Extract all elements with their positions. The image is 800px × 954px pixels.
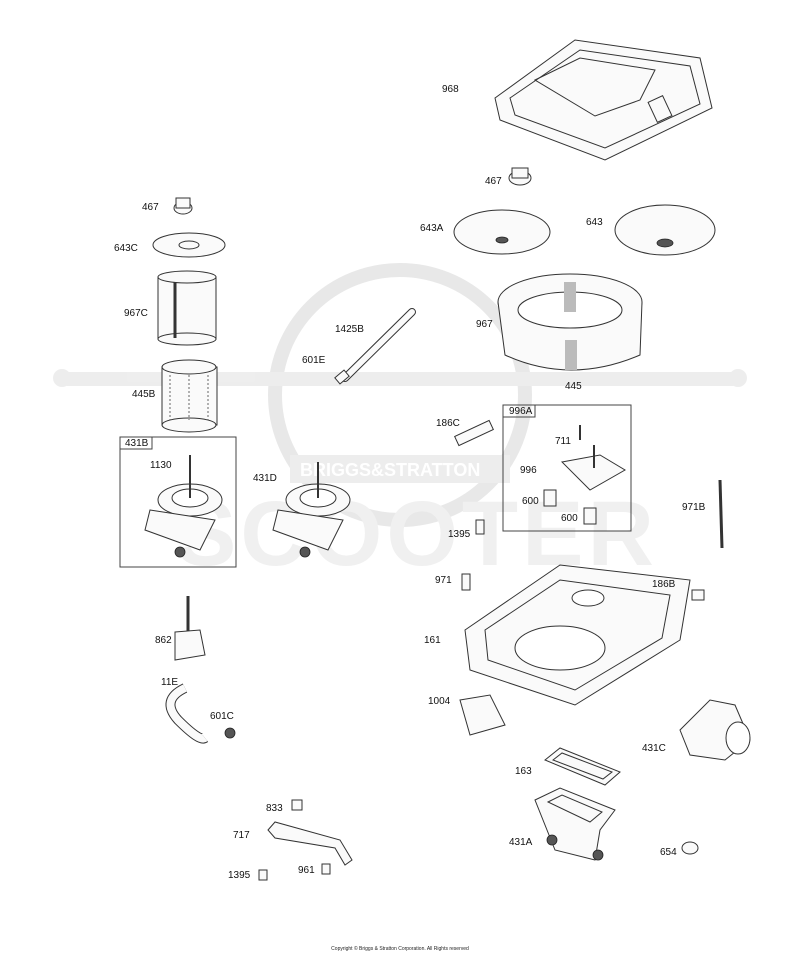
- label-717: 717: [233, 830, 250, 841]
- label-996a: 996A: [509, 406, 533, 417]
- fitting-186b: [691, 589, 705, 601]
- kit-996a-box: [502, 404, 632, 532]
- precleaner-643c: [152, 232, 226, 258]
- label-601e: 601E: [302, 355, 326, 366]
- label-161: 161: [424, 635, 441, 646]
- elbow-431d: [272, 462, 351, 558]
- bolt-971: [461, 573, 471, 591]
- kit-996a-tag: [502, 404, 536, 418]
- label-654: 654: [660, 847, 677, 858]
- bolt-971b: [718, 479, 724, 549]
- filter-967-445: [497, 273, 643, 371]
- label-711: 711: [555, 436, 571, 447]
- bracket-996: [543, 425, 626, 525]
- copyright-notice: Copyright © Briggs & Stratton Corporatio…: [331, 945, 469, 952]
- label-600-right: 600: [561, 513, 578, 524]
- label-968: 968: [442, 84, 459, 95]
- gasket-163: [544, 747, 621, 786]
- clamp-601c: [224, 727, 236, 739]
- label-971b: 971B: [682, 502, 706, 513]
- label-445b: 445B: [132, 389, 156, 400]
- label-833: 833: [266, 803, 283, 814]
- screw-1395-upper: [475, 519, 485, 535]
- label-967: 967: [476, 319, 493, 330]
- hose-11e: [165, 683, 209, 744]
- precleaner-967c: [157, 270, 217, 346]
- label-600-left: 600: [522, 496, 539, 507]
- precleaner-643a: [453, 209, 551, 255]
- label-1395-upper: 1395: [448, 529, 471, 540]
- watermark: BRIGGS&STRATTON SCOOTER: [53, 263, 747, 585]
- elbow-1130: [144, 455, 223, 558]
- kit-431b-tag: [119, 436, 153, 450]
- label-445: 445: [565, 381, 582, 392]
- breather-tube-1425b: [334, 308, 416, 385]
- label-862: 862: [155, 635, 172, 646]
- filter-445b: [161, 359, 218, 433]
- label-1130: 1130: [150, 460, 172, 471]
- watermark-brand: BRIGGS&STRATTON: [300, 460, 480, 480]
- label-643: 643: [586, 217, 603, 228]
- knob-467-left: [173, 197, 193, 215]
- label-1425b: 1425B: [335, 324, 364, 335]
- knob-467-right: [508, 167, 532, 186]
- label-431b: 431B: [125, 438, 149, 449]
- label-643a: 643A: [420, 223, 444, 234]
- seal-1004: [459, 694, 506, 736]
- screw-1395-lower: [258, 869, 268, 881]
- screw-961: [321, 863, 331, 875]
- elbow-431c: [679, 699, 751, 761]
- nut-654: [681, 841, 699, 855]
- label-601c: 601C: [210, 711, 234, 722]
- part-labels: 968 467 467 643A 643 643C 967C 1425B 967…: [114, 84, 706, 881]
- label-643c: 643C: [114, 243, 138, 254]
- label-431a: 431A: [509, 837, 533, 848]
- label-967c: 967C: [124, 308, 148, 319]
- label-467-right: 467: [485, 176, 502, 187]
- label-971: 971: [435, 575, 452, 586]
- label-11e: 11E: [161, 677, 178, 688]
- label-163: 163: [515, 766, 532, 777]
- bolt-833: [291, 799, 303, 811]
- precleaner-643: [614, 204, 716, 256]
- label-1004: 1004: [428, 696, 451, 707]
- air-cleaner-base-161: [464, 564, 691, 706]
- fitting-186c: [454, 419, 494, 447]
- adapter-431a: [534, 787, 616, 861]
- kit-431b-box: [119, 436, 237, 568]
- label-431d: 431D: [253, 473, 277, 484]
- bracket-862: [174, 596, 206, 661]
- label-1395-lower: 1395: [228, 870, 251, 881]
- bracket-717: [267, 821, 353, 866]
- label-186c: 186C: [436, 418, 460, 429]
- label-961: 961: [298, 865, 315, 876]
- air-cleaner-cover: [494, 39, 713, 161]
- label-996: 996: [520, 465, 537, 476]
- label-431c: 431C: [642, 743, 666, 754]
- label-467-left: 467: [142, 202, 159, 213]
- label-186b: 186B: [652, 579, 676, 590]
